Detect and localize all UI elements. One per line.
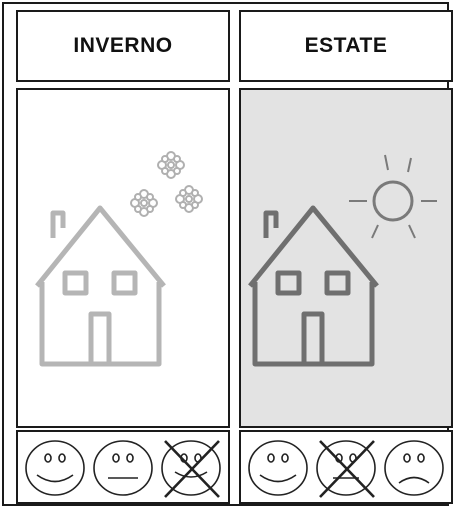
winter-faces-row — [16, 430, 230, 504]
winter-title: INVERNO — [73, 34, 172, 58]
winter-header: INVERNO — [16, 10, 230, 82]
winter-column: INVERNO — [16, 10, 230, 504]
summer-scene — [239, 88, 453, 428]
neutral-face-icon-crossed-out[interactable] — [317, 441, 375, 497]
happy-face-icon[interactable] — [26, 441, 84, 495]
winter-illustration — [18, 90, 228, 426]
sun-icon — [349, 155, 437, 238]
summer-title: ESTATE — [305, 34, 388, 58]
sad-face-icon[interactable] — [385, 441, 443, 495]
summer-illustration — [241, 90, 451, 426]
snowflake-icon — [131, 190, 157, 216]
snowflake-icon — [158, 152, 184, 178]
snowflake-icon — [176, 186, 202, 212]
happy-face-icon-crossed-out[interactable] — [162, 441, 220, 497]
summer-header: ESTATE — [239, 10, 453, 82]
worksheet-frame: INVERNO — [2, 2, 449, 506]
house-icon — [37, 208, 164, 364]
summer-column: ESTATE — [239, 10, 453, 504]
summer-faces-row — [239, 430, 453, 504]
neutral-face-icon[interactable] — [94, 441, 152, 495]
happy-face-icon[interactable] — [249, 441, 307, 495]
house-icon — [250, 208, 377, 364]
winter-scene — [16, 88, 230, 428]
